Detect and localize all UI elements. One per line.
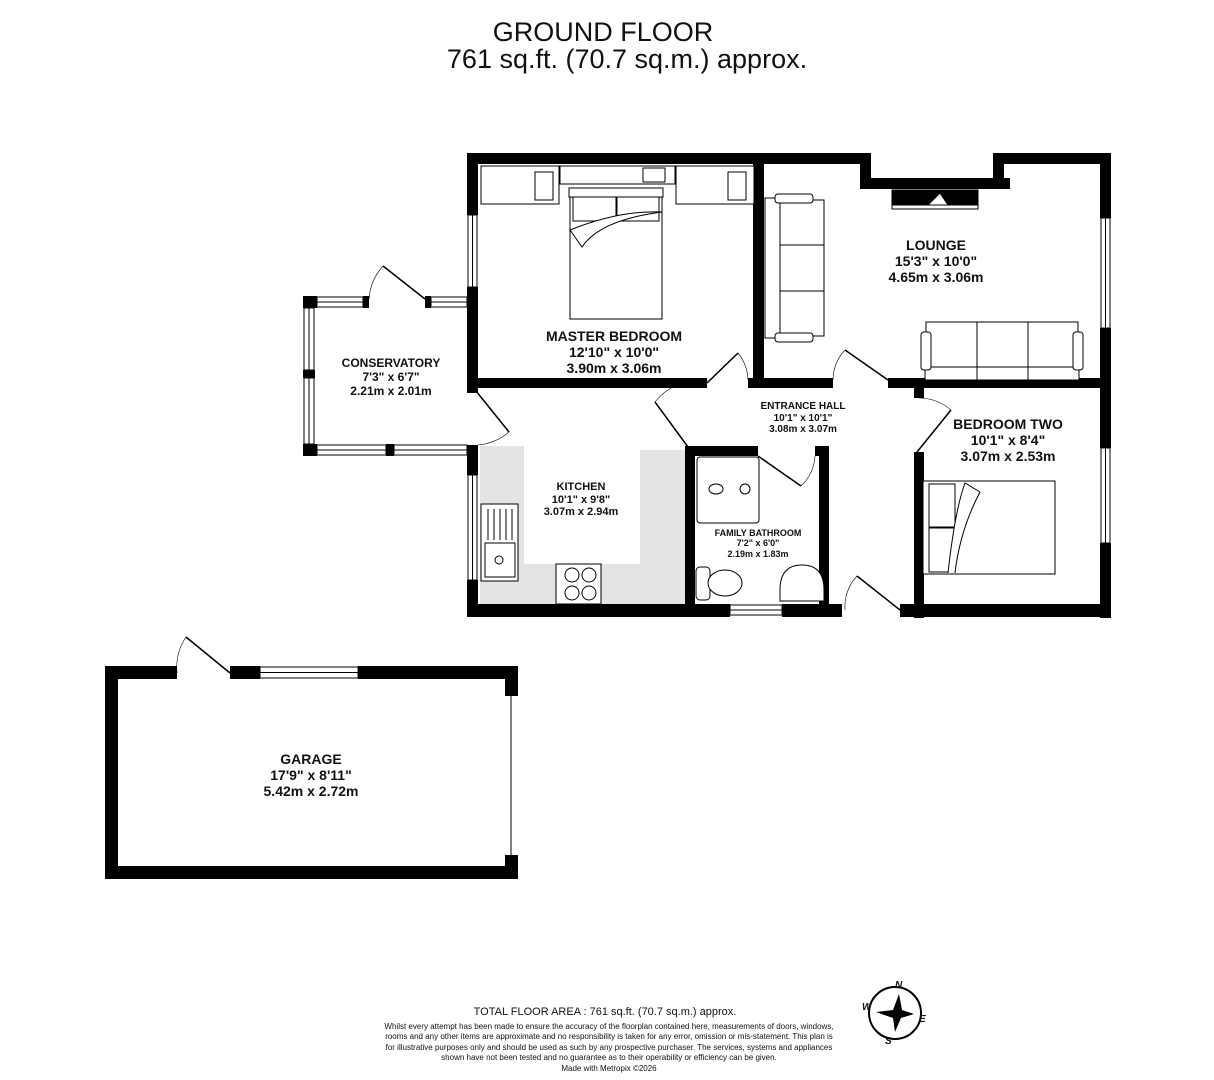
room-imperial: 15'3" x 10'0" — [894, 253, 978, 270]
master-bedroom-furniture — [480, 165, 755, 320]
bathroom-fixtures — [695, 456, 825, 602]
compass-icon — [868, 986, 922, 1040]
room-name: ENTRANCE HALL — [760, 401, 846, 412]
room-metric: 3.07m x 2.94m — [543, 506, 619, 519]
room-metric: 4.65m x 3.06m — [888, 269, 984, 286]
room-family-bathroom: FAMILY BATHROOM 7'2" x 6'0" 2.19m x 1.83… — [715, 528, 802, 559]
room-kitchen: KITCHEN 10'1" x 9'8" 3.07m x 2.94m — [544, 481, 619, 519]
room-name: LOUNGE — [906, 237, 966, 253]
room-imperial: 10'1" x 8'4" — [970, 432, 1046, 449]
room-name: MASTER BEDROOM — [545, 328, 683, 344]
room-imperial: 7'3" x 6'7" — [362, 369, 420, 384]
compass-east: E — [919, 1014, 926, 1025]
compass-west: W — [862, 1002, 872, 1013]
lounge-furniture — [764, 189, 1084, 381]
room-metric: 3.08m x 3.07m — [769, 424, 837, 435]
room-name: BEDROOM TWO — [953, 416, 1063, 432]
room-metric: 3.07m x 2.53m — [960, 448, 1056, 465]
room-name: KITCHEN — [556, 481, 606, 493]
room-imperial: 10'1" x 10'1" — [773, 412, 833, 424]
room-metric: 2.21m x 2.01m — [350, 383, 432, 398]
room-name: CONSERVATORY — [341, 356, 441, 370]
room-imperial: 10'1" x 9'8" — [551, 493, 611, 506]
clothes-icon — [534, 171, 554, 201]
room-imperial: 17'9" x 8'11" — [270, 767, 352, 784]
total-floor-area: TOTAL FLOOR AREA : 761 sq.ft. (70.7 sq.m… — [473, 1006, 737, 1018]
room-entrance-hall: ENTRANCE HALL 10'1" x 10'1" 3.08m x 3.07… — [761, 401, 846, 436]
disclaimer-text: Whilst every attempt has been made to en… — [384, 1022, 834, 1063]
room-name: FAMILY BATHROOM — [714, 528, 802, 538]
room-conservatory: CONSERVATORY 7'3" x 6'7" 2.21m x 2.01m — [341, 356, 441, 398]
room-name: GARAGE — [280, 751, 342, 767]
clothes-icon — [727, 171, 747, 201]
credit: Made with Metropix ©2026 — [561, 1063, 657, 1073]
floor-area: 761 sq.ft. (70.7 sq.m.) approx. — [446, 44, 808, 74]
room-garage: GARAGE 17'9" x 8'11" 5.42m x 2.72m — [264, 751, 359, 799]
bedroom-two-furniture — [922, 480, 1056, 575]
room-imperial: 7'2" x 6'0" — [736, 538, 780, 549]
walls — [105, 153, 1111, 879]
compass-north: N — [895, 980, 903, 991]
room-metric: 3.90m x 3.06m — [566, 360, 662, 377]
room-metric: 2.19m x 1.83m — [727, 548, 789, 559]
room-bedroom-two: BEDROOM TWO 10'1" x 8'4" 3.07m x 2.53m — [953, 416, 1063, 464]
room-metric: 5.42m x 2.72m — [263, 783, 359, 800]
room-master-bedroom: MASTER BEDROOM 12'10" x 10'0" 3.90m x 3.… — [546, 328, 682, 376]
compass-south: S — [885, 1036, 892, 1047]
kitchen-appliances — [480, 503, 602, 605]
room-lounge: LOUNGE 15'3" x 10'0" 4.65m x 3.06m — [889, 237, 984, 285]
doors — [176, 265, 952, 674]
floor-title: GROUND FLOOR — [492, 17, 714, 47]
windows — [259, 214, 1111, 855]
room-imperial: 12'10" x 10'0" — [568, 344, 659, 361]
clothes-icon — [642, 167, 666, 183]
disclaimer: Whilst every attempt has been made to en… — [380, 1022, 838, 1074]
